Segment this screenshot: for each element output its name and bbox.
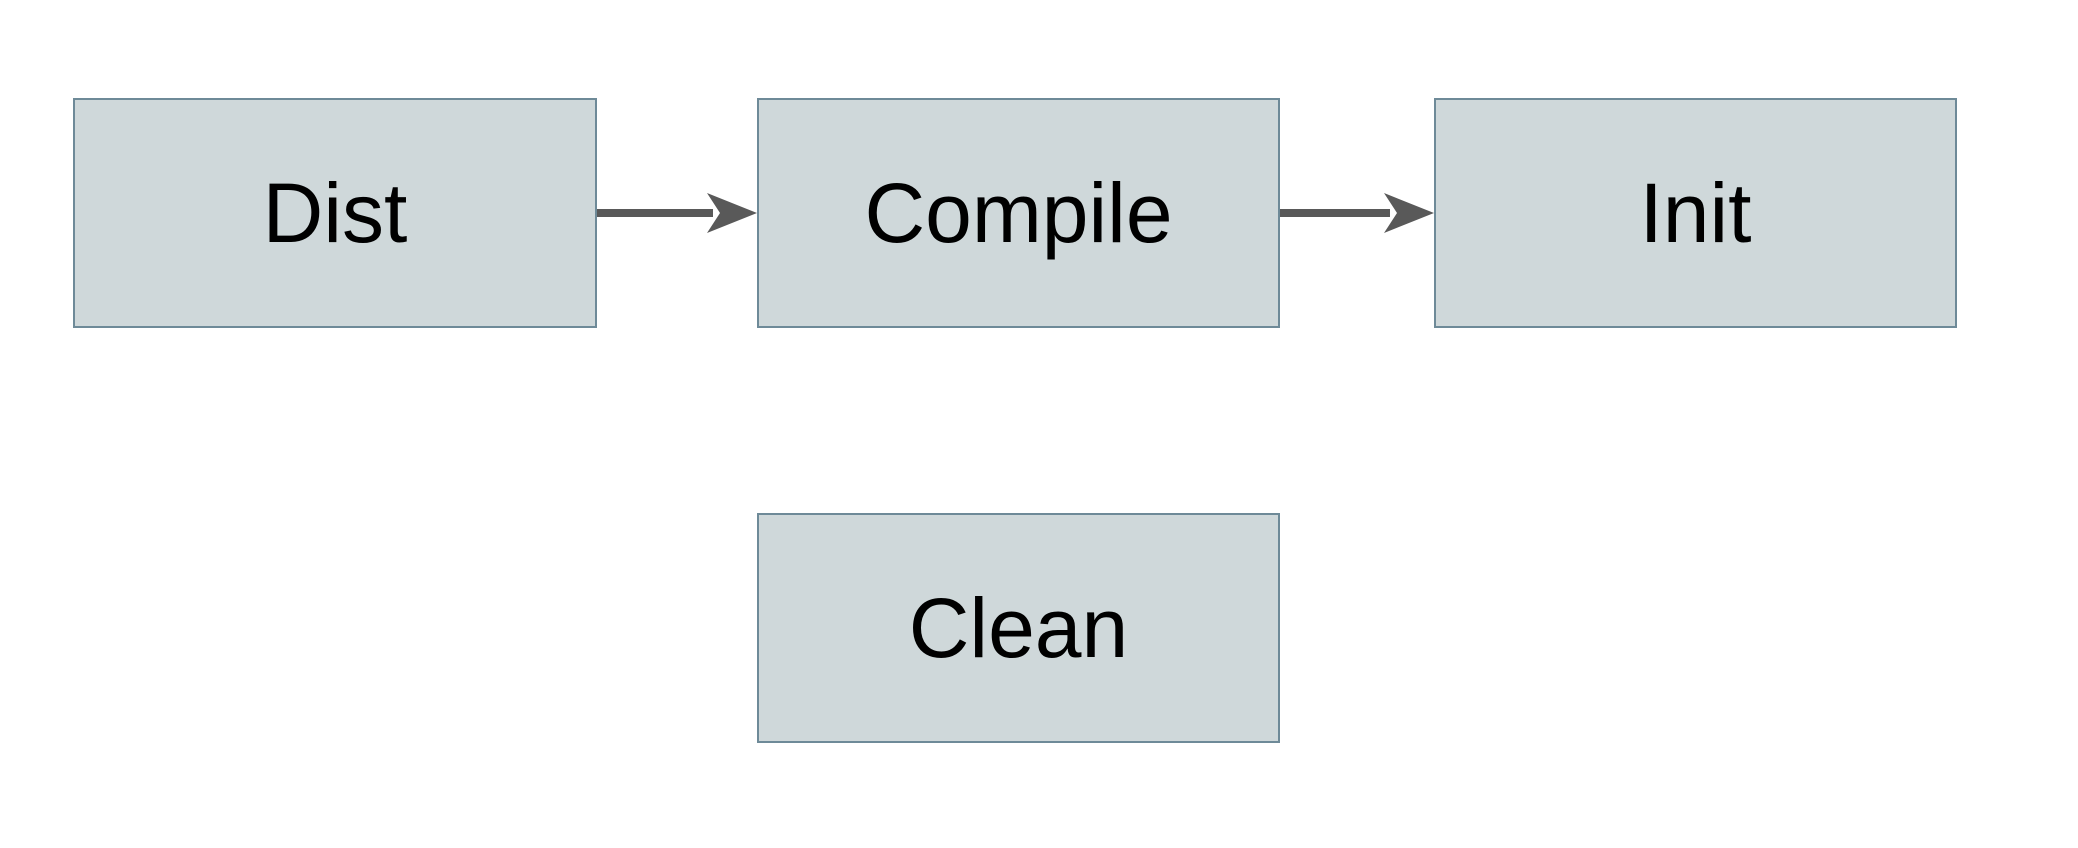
- arrow-head-icon: [707, 193, 757, 233]
- arrow-dist-to-compile[interactable]: [597, 189, 757, 237]
- node-compile[interactable]: Compile: [757, 98, 1280, 328]
- node-dist-label: Dist: [262, 166, 408, 260]
- node-compile-label: Compile: [864, 166, 1173, 260]
- arrow-head-icon: [1384, 193, 1434, 233]
- node-init-label: Init: [1639, 166, 1752, 260]
- node-init[interactable]: Init: [1434, 98, 1957, 328]
- node-clean-label: Clean: [908, 581, 1129, 675]
- arrow-compile-to-init[interactable]: [1280, 189, 1434, 237]
- node-dist[interactable]: Dist: [73, 98, 597, 328]
- node-clean[interactable]: Clean: [757, 513, 1280, 743]
